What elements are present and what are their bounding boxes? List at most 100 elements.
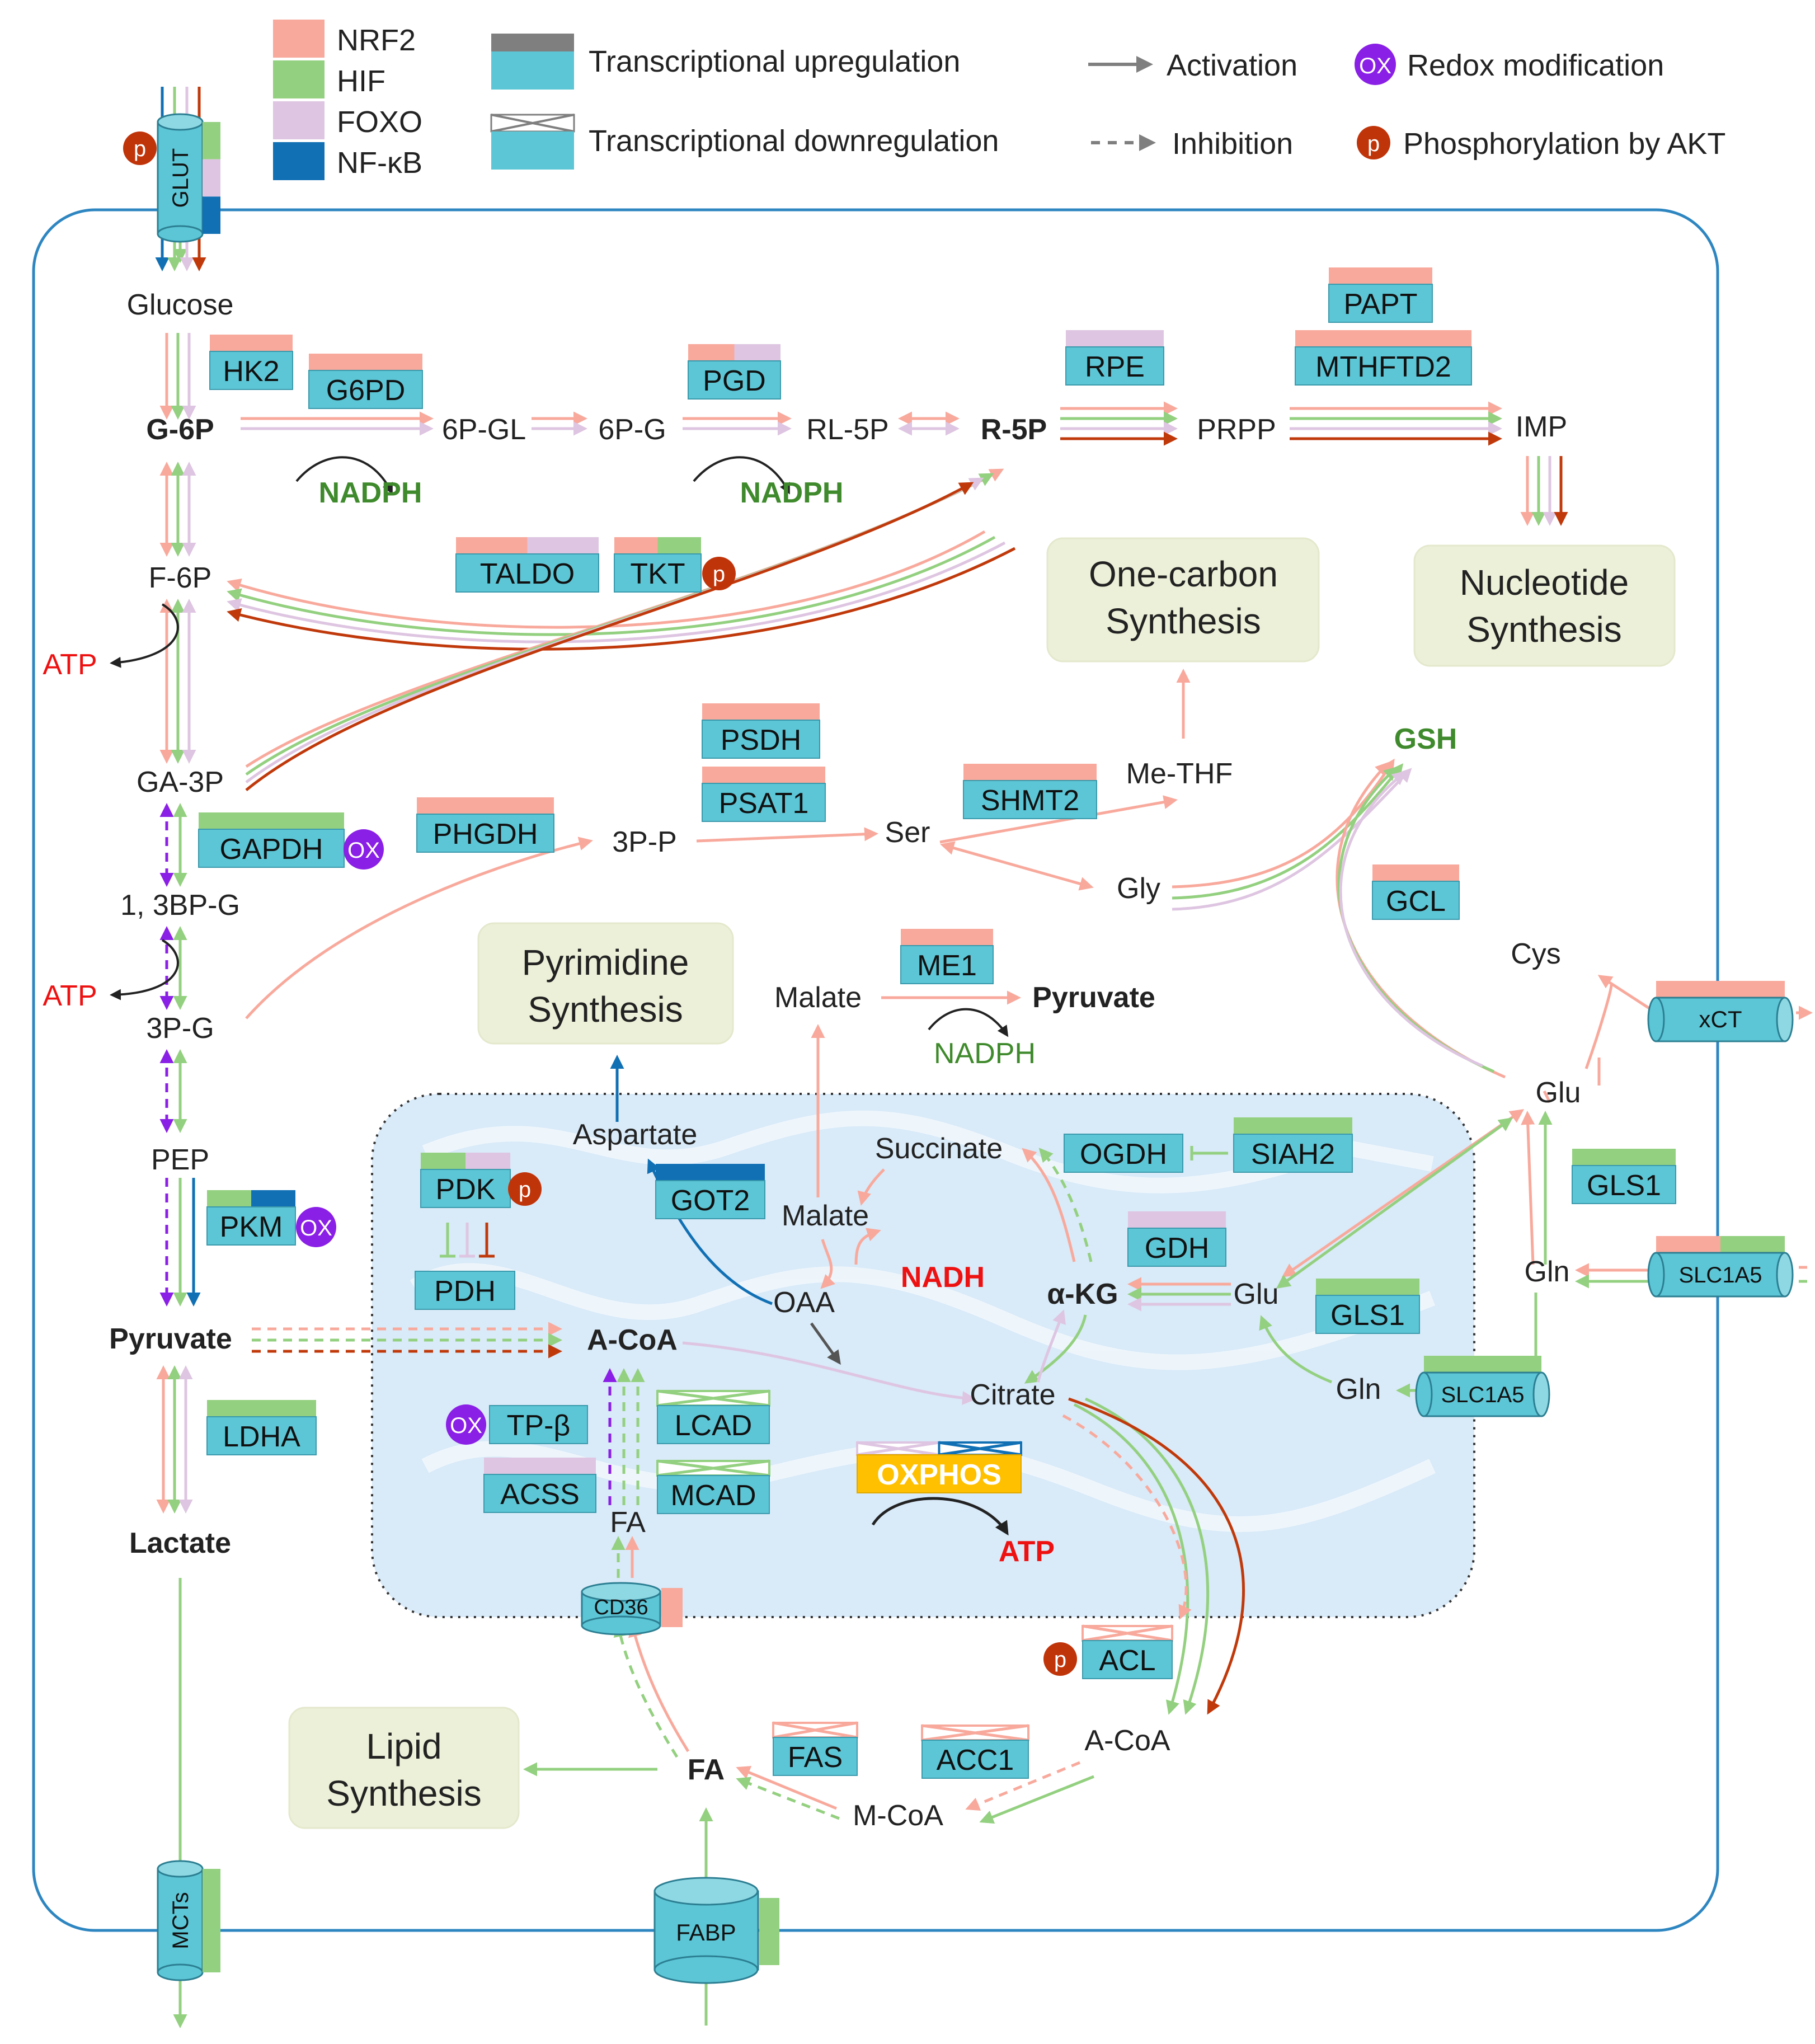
acoa-mcoa-arrow (965, 1761, 1080, 1811)
taldo-enzyme: TALDO (455, 537, 599, 593)
6pgl-label: 6P-GL (442, 414, 526, 446)
phgdh-enzyme: PHGDH (416, 797, 554, 853)
ox-icon (296, 1207, 336, 1247)
oxphos-label: OXPHOS (877, 1459, 1001, 1491)
gls1_c-enzyme: GLS1 (1572, 1149, 1676, 1204)
cd36-top (581, 1582, 661, 1602)
phospho-icon (702, 557, 736, 590)
legend-nfkb-swatch (273, 142, 325, 180)
mthftd2-enzyme: MTHFTD2 (1295, 330, 1472, 386)
gls1_c-box (1572, 1165, 1676, 1204)
slc1a5_m-left (1415, 1371, 1433, 1417)
gcl-label: GCL (1386, 885, 1446, 918)
rpe-enzyme: RPE (1065, 330, 1164, 386)
gapdh-label: GAPDH (220, 833, 323, 866)
shmt2-enzyme: SHMT2 (963, 764, 1097, 819)
phospho-icon-text: p (1054, 1647, 1066, 1672)
pyrimidine-synthesis-box (477, 922, 734, 1045)
tkt-tf-bar (614, 537, 658, 554)
acss-box (483, 1474, 596, 1513)
mcoa-label: M-CoA (853, 1799, 943, 1832)
lactate-label: Lactate (129, 1527, 231, 1559)
mcoa-fa-arrow (736, 1777, 840, 1820)
oxphos-enzyme: OXPHOS (856, 1441, 1022, 1493)
g6p-label: G-6P (146, 414, 214, 446)
ser-methf-arrow (939, 795, 1178, 844)
shmt2-tf-bar (963, 764, 1097, 781)
oxphos-box (857, 1454, 1022, 1493)
legend-p-symbol (1357, 126, 1390, 159)
gcl-tf-bar (1372, 864, 1459, 881)
malate-cycle-arrow (854, 1228, 881, 1265)
ox-icon-text: OX (347, 838, 380, 863)
acss-tf-bar (484, 1458, 596, 1474)
me1-tf-bar (901, 929, 993, 946)
glu-mito-label: Glu (1234, 1278, 1279, 1310)
xct-transporter: xCT (1647, 981, 1794, 1042)
one-carbon-label-2: Synthesis (1106, 601, 1261, 641)
gdh-box (1127, 1228, 1226, 1267)
pgd-label: PGD (703, 365, 766, 397)
mcts-bottom (157, 1963, 204, 1981)
taldo-box (455, 553, 599, 593)
pkm-tf-bar (207, 1190, 251, 1207)
lipid-label: Lipid (366, 1726, 441, 1766)
mcts-transporter: MCTs (157, 1860, 220, 1981)
pep-label: PEP (151, 1144, 209, 1176)
gln-mito-label: Gln (1336, 1373, 1381, 1406)
xct-body (1655, 997, 1786, 1042)
psat1-label: PSAT1 (719, 787, 809, 820)
acc1-down-cross (921, 1724, 1029, 1742)
legend-activation-label: Activation (1167, 49, 1297, 82)
legend-downregulation-cross (491, 114, 575, 133)
pyrimidine-label: Pyrimidine (522, 942, 689, 983)
mcts-top (157, 1860, 204, 1878)
atp-production-arrow (110, 603, 179, 668)
lcad-box (657, 1405, 770, 1444)
fas-label: FAS (788, 1741, 843, 1774)
shmt2-label: SHMT2 (981, 784, 1079, 817)
rl5p-label: RL-5P (806, 414, 888, 446)
slc1a5_c-tf-bar (1656, 1236, 1720, 1253)
gls1_m-label: GLS1 (1330, 1299, 1405, 1332)
tpb-enzyme: TP-β (489, 1405, 588, 1444)
acss-enzyme: ACSS (483, 1458, 596, 1513)
mthftd2-label: MTHFTD2 (1315, 351, 1451, 383)
lcad-enzyme: LCAD (656, 1389, 770, 1444)
xct-right (1776, 997, 1794, 1042)
gcl-box (1372, 881, 1460, 920)
citrate-acoa-arrow (1073, 1403, 1189, 1715)
atp1-label: ATP (43, 649, 97, 681)
metabolite-labels: Glucose G-6P 6P-GL 6P-G RL-5P R-5P PRPP … (43, 289, 1581, 1832)
glut-bottom (157, 225, 204, 243)
pgd-tf-bar (688, 344, 735, 361)
siah2-enzyme: SIAH2 (1233, 1117, 1353, 1173)
taldo-label: TALDO (480, 558, 575, 590)
slc1a5_c-transporter: SLC1A5 (1647, 1236, 1794, 1298)
phospho-icon (1043, 1642, 1077, 1676)
cd36-transporter: CD36 (581, 1582, 683, 1636)
gls1_m-tf-bar (1316, 1279, 1419, 1295)
glut-tf-bar (203, 122, 220, 159)
gapdh-tf-bar (199, 812, 344, 829)
r5p-f6p-arrow (227, 530, 986, 629)
acoa-cyto-label: A-CoA (1084, 1725, 1170, 1757)
phospho-icon (508, 1172, 542, 1206)
nadph-arrow (928, 1008, 1009, 1037)
gly-gsh-arrow (1172, 763, 1404, 900)
one-carbon-synthesis-box (1046, 537, 1320, 662)
cell-membrane (32, 208, 1719, 1932)
mcad-down-cross (657, 1459, 770, 1477)
slc1a5_c-body (1655, 1252, 1786, 1298)
gdh-enzyme: GDH (1127, 1211, 1226, 1267)
xct-tf-bar (1656, 981, 1785, 998)
me1-label: ME1 (917, 950, 977, 982)
xct-left (1647, 997, 1665, 1042)
pdk-tf-bar (465, 1153, 510, 1169)
r5p-f6p-arrow (227, 547, 1016, 651)
xct-label: xCT (1699, 1006, 1742, 1032)
atp3-label: ATP (999, 1535, 1055, 1568)
hk2-tf-bar (210, 335, 293, 351)
gls1_c-tf-bar (1572, 1149, 1676, 1166)
pdk-enzyme: PDK (420, 1153, 511, 1208)
